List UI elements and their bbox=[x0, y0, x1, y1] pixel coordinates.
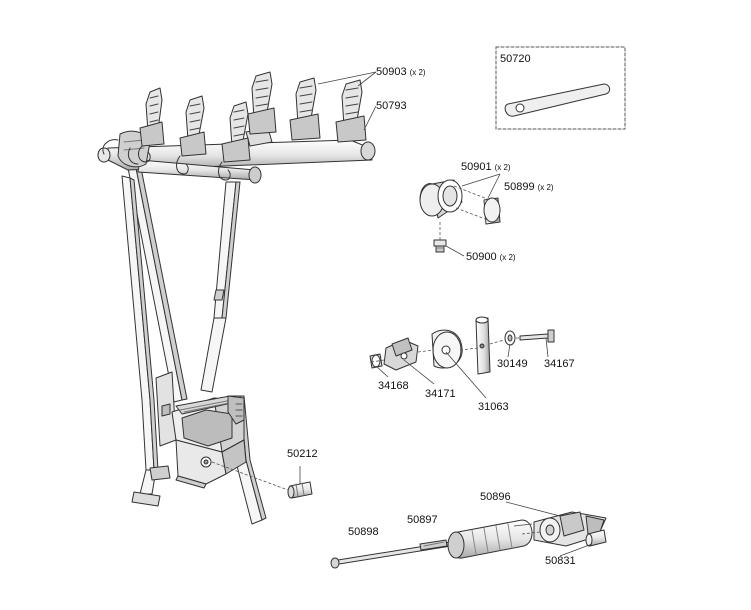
label-50899-qty: (x 2) bbox=[537, 183, 554, 192]
label-31063: 31063 bbox=[478, 401, 509, 413]
clamp-lever bbox=[175, 395, 245, 425]
label-34167: 34167 bbox=[544, 358, 575, 370]
label-50903-qty: (x 2) bbox=[409, 68, 426, 77]
label-50896-number: 50896 bbox=[480, 491, 511, 503]
label-50899: 50899(x 2) bbox=[504, 181, 554, 194]
label-50212-number: 50212 bbox=[287, 448, 318, 460]
label-50720-number: 50720 bbox=[500, 53, 531, 65]
label-30149: 30149 bbox=[497, 358, 528, 370]
part-34171-clamp-jaw bbox=[383, 337, 419, 371]
label-50831-number: 50831 bbox=[545, 555, 576, 567]
wheel-strap-6 bbox=[335, 79, 367, 143]
wheel-strap-1 bbox=[127, 87, 165, 165]
label-50793-number: 50793 bbox=[376, 100, 407, 112]
label-50899-number: 50899 bbox=[504, 181, 535, 193]
leader-lines bbox=[299, 71, 593, 557]
part-50898-rod bbox=[330, 539, 452, 569]
label-34168: 34168 bbox=[378, 380, 409, 392]
label-34171-number: 34171 bbox=[425, 388, 456, 400]
part-50897-grip bbox=[447, 519, 533, 559]
label-50896: 50896 bbox=[480, 491, 511, 503]
part-34168-nut bbox=[369, 353, 383, 369]
part-34167-bolt bbox=[519, 329, 555, 343]
label-50898: 50898 bbox=[348, 526, 379, 538]
label-50903-number: 50903 bbox=[376, 66, 407, 78]
label-50900-number: 50900 bbox=[466, 251, 497, 263]
rack-frame-legs bbox=[121, 167, 267, 525]
tow-ball-clamp-body bbox=[149, 371, 247, 489]
label-50720: 50720 bbox=[500, 53, 531, 65]
label-30149-number: 30149 bbox=[497, 358, 528, 370]
part-50720-box bbox=[495, 46, 626, 130]
label-34171: 34171 bbox=[425, 388, 456, 400]
wheel-strap-5 bbox=[289, 77, 321, 141]
part-50901-knob-ring bbox=[419, 179, 463, 219]
part-50831-cap bbox=[585, 529, 607, 547]
part-50212-pin bbox=[287, 481, 313, 499]
bike-rack-assembly bbox=[97, 71, 376, 525]
label-50793: 50793 bbox=[376, 100, 407, 112]
part-31063-cone bbox=[431, 316, 491, 375]
part-50899-sleeve bbox=[483, 197, 501, 225]
label-50901-number: 50901 bbox=[461, 161, 492, 173]
label-50898-number: 50898 bbox=[348, 526, 379, 538]
label-50212: 50212 bbox=[287, 448, 318, 460]
dashed-guides bbox=[211, 185, 541, 535]
label-50900: 50900(x 2) bbox=[466, 251, 516, 264]
part-50720-group bbox=[495, 46, 626, 130]
label-50901-qty: (x 2) bbox=[494, 163, 511, 172]
label-34167-number: 34167 bbox=[544, 358, 575, 370]
label-34168-number: 34168 bbox=[378, 380, 409, 392]
wheel-strap-2 bbox=[176, 95, 207, 175]
label-50897: 50897 bbox=[407, 514, 438, 526]
part-50900-screw bbox=[433, 239, 447, 253]
label-50831: 50831 bbox=[545, 555, 576, 567]
part-30149-washer bbox=[504, 330, 516, 346]
label-50900-qty: (x 2) bbox=[499, 253, 516, 262]
label-31063-number: 31063 bbox=[478, 401, 509, 413]
label-50897-number: 50897 bbox=[407, 514, 438, 526]
label-50901: 50901(x 2) bbox=[461, 161, 511, 174]
wheel-strap-3 bbox=[218, 101, 251, 181]
part-50720-wrench bbox=[504, 83, 611, 117]
label-50903: 50903(x 2) bbox=[376, 66, 426, 79]
wheel-strap-4 bbox=[247, 71, 277, 135]
